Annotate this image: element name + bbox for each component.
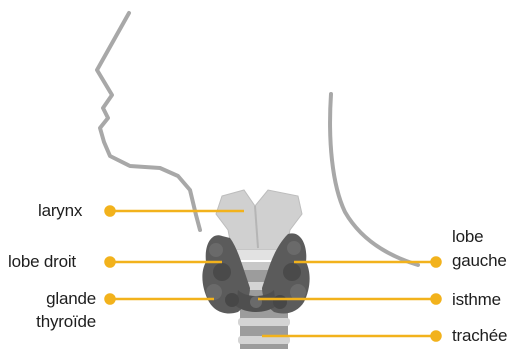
label-lobe-gauche-line2: gauche xyxy=(452,250,507,271)
back-neck-outline xyxy=(330,94,418,265)
label-larynx: larynx xyxy=(38,200,82,221)
label-isthme: isthme xyxy=(452,289,501,310)
label-glande-line1: glande xyxy=(42,288,96,309)
label-lobe-gauche-line1: lobe xyxy=(452,226,483,247)
label-glande-line2: thyroïde xyxy=(22,311,96,332)
face-profile-outline xyxy=(97,13,200,230)
label-trachee: trachée xyxy=(452,325,507,346)
label-lobe-droit: lobe droit xyxy=(8,251,76,272)
